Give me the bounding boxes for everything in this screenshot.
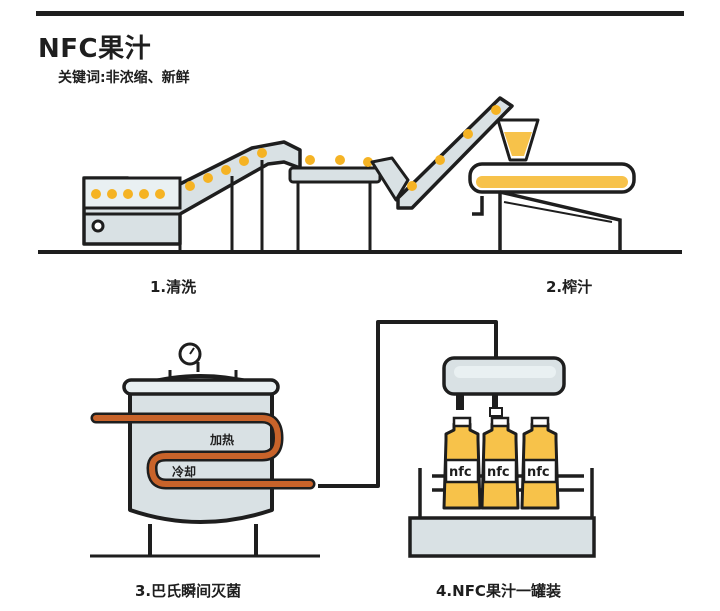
top-rule (36, 11, 684, 16)
inclined-elevator (370, 96, 514, 210)
filling-head (442, 356, 566, 423)
transfer-conveyor (288, 166, 382, 250)
bottle: nfc (520, 416, 560, 510)
bottle-label: nfc (527, 465, 550, 480)
pressure-gauge-icon (178, 342, 202, 366)
step-1-label: 1.清洗 (150, 278, 197, 296)
step-4-label: 4.NFC果汁一罐装 (436, 582, 561, 600)
fruit-on-conveyor (305, 155, 373, 167)
fruit-in-tank (91, 148, 267, 199)
page-subtitle: 关键词:非浓缩、新鲜 (58, 70, 190, 86)
bottle: nfc (480, 416, 520, 510)
cool-label: 冷却 (172, 464, 196, 479)
bottle: nfc (442, 416, 482, 510)
page-title: NFC果汁 (38, 34, 152, 64)
heat-label: 加热 (209, 432, 234, 447)
bottle-label: nfc (487, 465, 510, 480)
step-3-label: 3.巴氏瞬间灭菌 (135, 582, 242, 600)
heating-coil (90, 412, 316, 490)
filler-base (408, 516, 596, 558)
bottle-label: nfc (449, 465, 472, 480)
step-2-label: 2.榨汁 (546, 278, 593, 296)
juicer-press (468, 118, 636, 250)
transfer-pipe (318, 320, 498, 488)
